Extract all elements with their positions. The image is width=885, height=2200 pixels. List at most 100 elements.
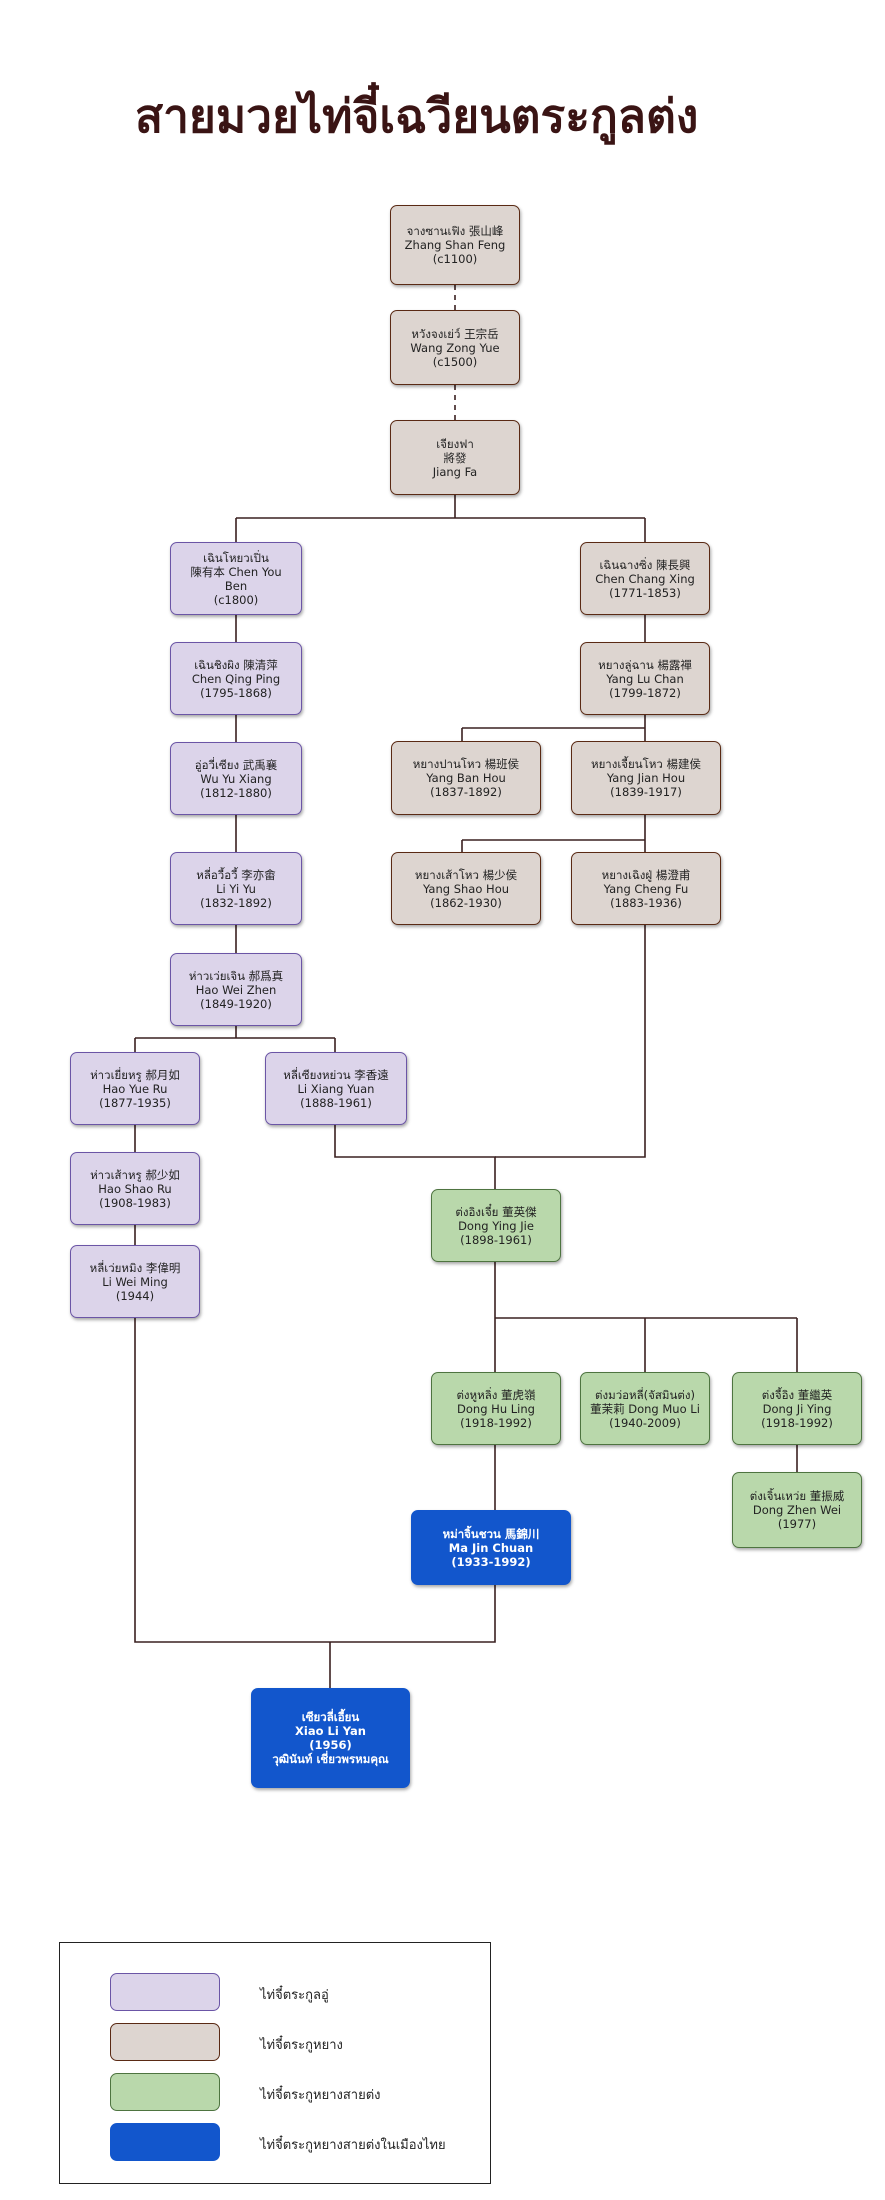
- node-dong-ying-jie: ต่งอิงเจี๋ย 董英傑 Dong Ying Jie (1898-1961…: [431, 1189, 561, 1262]
- node-chen-qing-ping: เฉินชิงผิง 陳清萍 Chen Qing Ping (1795-1868…: [170, 642, 302, 715]
- legend-swatch: [110, 2123, 220, 2161]
- node-years: (c1500): [432, 354, 478, 369]
- node-xiao-li-yan: เซียวลี่เอี้ยน Xiao Li Yan (1956) วุฒินั…: [251, 1688, 410, 1788]
- node-name-thai: เฉินโหยวเปิ่น: [203, 550, 269, 565]
- page-title: สายมวยไท่จี๋เฉวียนตระกูลต่ง: [135, 89, 699, 143]
- connector-yangluchan-branches: [461, 715, 646, 741]
- node-name-latin: Yang Ban Hou: [426, 771, 506, 785]
- node-hao-shao-ru: ห่าวเส้าหรู 郝少如 Hao Shao Ru (1908-1983): [70, 1152, 200, 1225]
- legend-label: ไท่จี๋ตระกูหยางสายต่ง: [260, 2088, 381, 2103]
- legend-label: ไท่จี๋ตระกูหยาง: [260, 2038, 343, 2053]
- node-li-yi-yu: หลี่อวี้อวี้ 李亦畬 Li Yi Yu (1832-1892): [170, 852, 302, 925]
- node-name-latin: Wu Yu Xiang: [200, 771, 272, 786]
- node-name-latin: Hao Shao Ru: [98, 1181, 172, 1196]
- node-name-thai: หลี่เซียงหย่วน 李香遠: [283, 1067, 389, 1082]
- node-years: (c1100): [432, 252, 478, 266]
- node-name-thai: เฉินฉางซิ่ง 陳長興: [599, 557, 691, 572]
- node-name-thai: หยางปานโหว 楊班侯: [412, 757, 520, 771]
- node-name-thai: ต่งมว่อหลี่(จัสมินต่ง): [595, 1387, 695, 1402]
- node-yang-jian-hou: หยางเจี้ยนโหว 楊建侯 Yang Jian Hou (1839-19…: [571, 741, 721, 815]
- node-dong-hu-ling: ต่งหูหลิ่ง 董虎嶺 Dong Hu Ling (1918-1992): [431, 1372, 561, 1445]
- node-years: (1799-1872): [609, 685, 681, 700]
- node-years: (1888-1961): [300, 1095, 372, 1110]
- node-jiang-fa: เจียงฟา 將發 Jiang Fa: [390, 420, 520, 495]
- node-years: (1832-1892): [200, 895, 272, 910]
- node-name-latin: Yang Jian Hou: [606, 771, 686, 785]
- node-name-thai: ห่าวเส้าหรู 郝少如: [90, 1167, 180, 1182]
- legend-item-dong-thailand: ไท่จี๋ตระกูหยางสายต่งในเมืองไทย: [110, 2123, 470, 2161]
- node-years: (1918-1992): [761, 1415, 833, 1430]
- node-name-thai: หวังจงเย่ว์ 王宗岳: [411, 326, 499, 341]
- node-chen-chang-xing: เฉินฉางซิ่ง 陳長興 Chen Chang Xing (1771-18…: [580, 542, 710, 615]
- node-name-thai: หยางเส้าโหว 楊少侯: [414, 867, 518, 882]
- node-name-thai: อู่อวี่เซียง 武禹襄: [194, 757, 278, 772]
- node-li-xiang-yuan: หลี่เซียงหย่วน 李香遠 Li Xiang Yuan (1888-1…: [265, 1052, 407, 1125]
- node-years: (1933-1992): [451, 1554, 531, 1569]
- node-name-thai: หยางเฉิงฝู่ 楊澄甫: [601, 867, 691, 882]
- connector-dongyj-branches: [494, 1262, 798, 1372]
- node-name-latin: Wang Zong Yue: [410, 340, 500, 355]
- node-name-thai-alt: วุฒินันท์ เชี่ยวพรหมคุณ: [272, 1752, 389, 1766]
- node-years: (1849-1920): [200, 996, 272, 1011]
- node-name-thai: ต่งอิงเจี๋ย 董英傑: [455, 1204, 537, 1219]
- node-name-thai: หลี่เว่ยหมิง 李偉明: [89, 1260, 181, 1275]
- node-years: (1837-1892): [430, 785, 502, 799]
- node-wang-zong-yue: หวังจงเย่ว์ 王宗岳 Wang Zong Yue (c1500): [390, 310, 520, 385]
- node-years: (1908-1983): [99, 1195, 171, 1210]
- node-name-latin: Yang Lu Chan: [606, 671, 684, 686]
- node-name-thai: ห่าวเยี่ยหรู 郝月如: [90, 1067, 180, 1082]
- legend-label: ไท่จี๋ตระกูหยางสายต่งในเมืองไทย: [260, 2138, 446, 2153]
- node-name-latin: Yang Shao Hou: [422, 881, 510, 896]
- node-years: (1839-1917): [610, 785, 682, 799]
- node-dong-muo-li: ต่งมว่อหลี่(จัสมินต่ง) 董茉莉 Dong Muo Li (…: [580, 1372, 710, 1445]
- node-name-thai: หม่าจิ้นชวน 馬錦川: [442, 1526, 540, 1541]
- node-name-latin: Hao Wei Zhen: [195, 982, 277, 997]
- node-zhang-shan-feng: จางซานเฟิง 張山峰 Zhang Shan Feng (c1100): [390, 205, 520, 285]
- node-years: (1977): [777, 1517, 817, 1531]
- node-years: (1877-1935): [99, 1095, 171, 1110]
- node-name-latin: Jiang Fa: [432, 464, 478, 479]
- node-name-thai: ต่งจี้อิง 董繼英: [761, 1387, 833, 1402]
- node-name-latin: Dong Ying Jie: [458, 1218, 534, 1233]
- node-years: (1898-1961): [460, 1232, 532, 1247]
- node-yang-shao-hou: หยางเส้าโหว 楊少侯 Yang Shao Hou (1862-1930…: [391, 852, 541, 925]
- node-name-latin: Dong Zhen Wei: [752, 1503, 842, 1517]
- node-hao-wei-zhen: ห่าวเว่ยเจิน 郝爲真 Hao Wei Zhen (1849-1920…: [170, 953, 302, 1026]
- node-name-latin: Xiao Li Yan: [295, 1724, 366, 1738]
- node-years: (1862-1930): [430, 895, 502, 910]
- legend-swatch: [110, 1973, 220, 2011]
- node-name-latin: Chen Qing Ping: [191, 671, 281, 686]
- node-name-thai: หยางเจี้ยนโหว 楊建侯: [590, 757, 702, 771]
- node-name-latin: 陳有本 Chen You: [190, 564, 282, 579]
- node-name-latin: Hao Yue Ru: [102, 1081, 168, 1096]
- node-name-thai: จางซานเฟิง 張山峰: [406, 224, 504, 238]
- node-years: (1795-1868): [200, 685, 272, 700]
- node-name-latin: Li Xiang Yuan: [297, 1081, 375, 1096]
- node-yang-lu-chan: หยางลู่ฉาน 楊露禪 Yang Lu Chan (1799-1872): [580, 642, 710, 715]
- node-name-chinese: 將發: [443, 450, 467, 465]
- legend-item-yang: ไท่จี๋ตระกูหยาง: [110, 2023, 470, 2061]
- node-years: (c1800): [213, 592, 259, 607]
- node-name-thai: ต่งเจิ้นเหว่ย 董振威: [749, 1489, 845, 1503]
- node-name-thai: ห่าวเว่ยเจิน 郝爲真: [188, 968, 284, 983]
- connector-yangjh-branches: [461, 815, 646, 852]
- node-name-thai: เฉินชิงผิง 陳清萍: [194, 657, 278, 672]
- node-years: (1944): [115, 1288, 155, 1303]
- connector-yangcf-dongyj: [495, 925, 646, 1158]
- node-name-latin: Zhang Shan Feng: [404, 238, 506, 252]
- legend-label: ไท่จี๋ตระกูลอู่: [260, 1988, 329, 2003]
- node-name-latin-cont: Ben: [224, 578, 248, 593]
- connector-lixy-dongyj: [334, 1125, 496, 1189]
- node-name-latin: Li Wei Ming: [102, 1274, 168, 1289]
- node-name-thai: เจียงฟา: [436, 436, 474, 451]
- legend-swatch: [110, 2023, 220, 2061]
- node-dong-ji-ying: ต่งจี้อิง 董繼英 Dong Ji Ying (1918-1992): [732, 1372, 862, 1445]
- node-yang-ban-hou: หยางปานโหว 楊班侯 Yang Ban Hou (1837-1892): [391, 741, 541, 815]
- legend-item-wu: ไท่จี๋ตระกูลอู่: [110, 1973, 470, 2011]
- node-name-latin: 董茉莉 Dong Muo Li: [590, 1401, 700, 1416]
- node-years: (1940-2009): [609, 1415, 681, 1430]
- node-name-latin: Yang Cheng Fu: [603, 881, 689, 896]
- node-name-latin: Li Yi Yu: [216, 881, 256, 896]
- node-name-thai: หลี่อวี้อวี้ 李亦畬: [196, 867, 276, 882]
